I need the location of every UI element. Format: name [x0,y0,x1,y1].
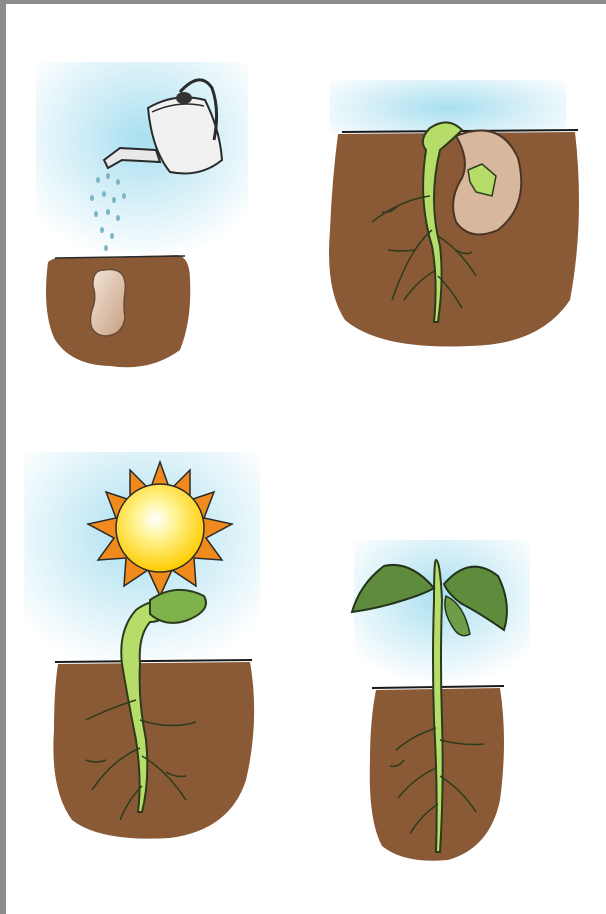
bean-seed [91,269,126,336]
soil [53,662,254,839]
panel-3-sun-sprout [24,452,260,839]
soil [329,132,579,346]
panel-4-seedling [352,540,530,861]
panel-2-germination [329,80,579,346]
panel-1-watering-seed [36,62,248,367]
